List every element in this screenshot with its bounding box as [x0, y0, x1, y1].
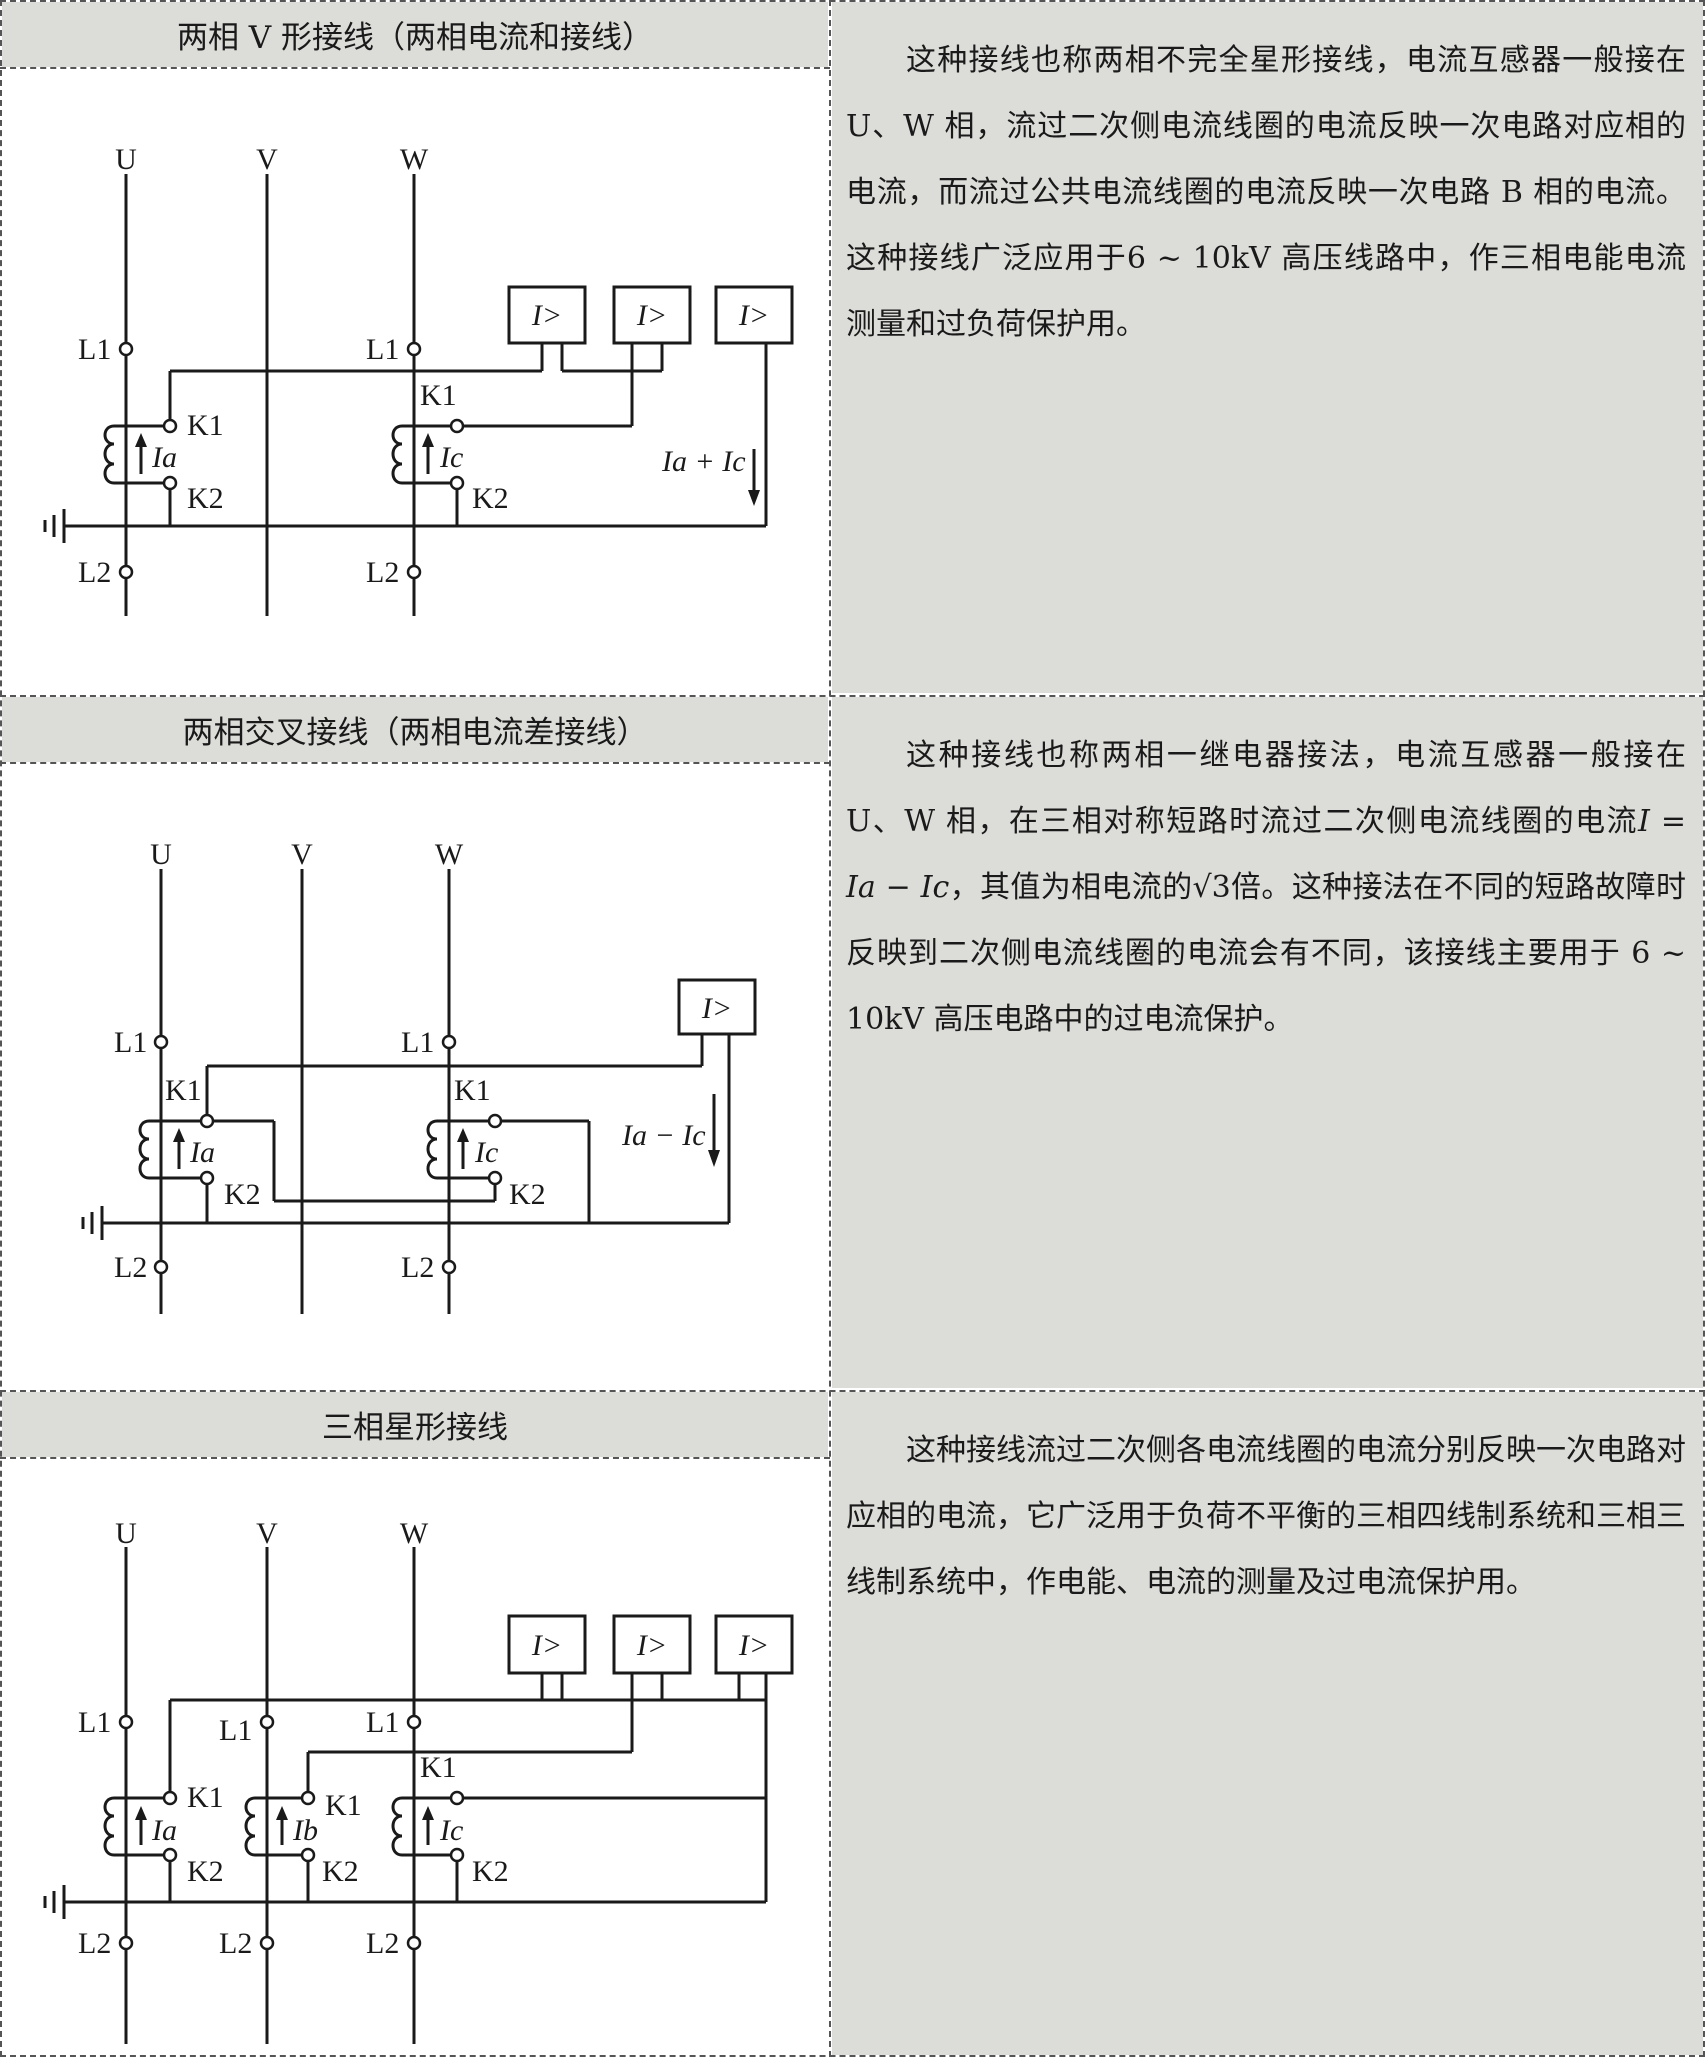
relay-2-box	[612, 285, 692, 345]
sum-current-label: Ia + Ic	[661, 445, 746, 478]
relay-label: I>	[738, 299, 769, 332]
relay-3-box	[714, 285, 794, 345]
l1-label: L1	[366, 1706, 399, 1739]
title-divider-3	[0, 1457, 830, 1459]
phase-v-label: V	[291, 838, 313, 871]
l2-label: L2	[366, 556, 399, 589]
relay-3-box	[714, 1614, 794, 1675]
relay-1-box	[507, 285, 587, 345]
l2-label: L2	[78, 1927, 111, 1960]
row-divider-2	[0, 1390, 1705, 1392]
title-divider-2	[0, 762, 830, 764]
k2-label: K2	[187, 482, 224, 515]
l1-label: L1	[78, 1706, 111, 1739]
phase-u-label: U	[115, 143, 137, 176]
k1-label: K1	[187, 409, 224, 442]
l1-label: L1	[219, 1714, 252, 1747]
description-part: 这种接线也称两相一继电器接法，电流互感器一般接在 U、W 相，在三相对称短路时流…	[846, 738, 1686, 839]
section-3-title-text: 三相星形接线	[322, 1410, 508, 1446]
current-ic-label: Ic	[439, 1814, 463, 1847]
current-ia-label: Ia	[189, 1136, 215, 1169]
section-3-diagram: U V W L1 L2 L1 L2 L1 L2 K1 K2 K1 K2 K1 K…	[2, 1459, 828, 2055]
k2-label: K2	[322, 1855, 359, 1888]
current-ic-label: Ic	[439, 441, 463, 474]
relay-box	[677, 978, 757, 1036]
k2-label: K2	[509, 1178, 546, 1211]
table-border-top	[0, 0, 1705, 2]
diff-current-label: Ia − Ic	[621, 1119, 706, 1152]
table-border-right	[1703, 0, 1705, 2057]
l2-label: L2	[219, 1927, 252, 1960]
column-divider	[829, 0, 831, 2057]
phase-w-label: W	[400, 143, 429, 176]
relay-label: I>	[738, 1629, 769, 1662]
section-2-title: 两相交叉接线（两相电流差接线）	[2, 697, 828, 762]
section-1-diagram: U V W L1 L2 L1 L2 K1 K2 K1 K2 I> I> I> I…	[2, 69, 828, 693]
current-ia-label: Ia	[151, 1814, 177, 1847]
relay-2-box	[612, 1614, 692, 1675]
phase-v-label: V	[256, 143, 278, 176]
sqrt-value: √3	[1192, 870, 1231, 905]
section-1-description: 这种接线也称两相不完全星形接线，电流互感器一般接在 U、W 相，流过二次侧电流线…	[832, 2, 1703, 693]
row-divider-1	[0, 695, 1705, 697]
table-border-bottom	[0, 2055, 1705, 2057]
section-3-description: 这种接线流过二次侧各电流线圈的电流分别反映一次电路对应相的电流，它广泛用于负荷不…	[832, 1392, 1703, 2055]
k1-label: K1	[420, 379, 457, 412]
formula: I = Ia − Ic	[846, 804, 1686, 905]
section-2-title-text: 两相交叉接线（两相电流差接线）	[182, 715, 648, 751]
description-part: ，其值为相电流的	[949, 870, 1193, 905]
l2-label: L2	[78, 556, 111, 589]
l2-label: L2	[366, 1927, 399, 1960]
k2-label: K2	[224, 1178, 261, 1211]
section-2-description: 这种接线也称两相一继电器接法，电流互感器一般接在 U、W 相，在三相对称短路时流…	[832, 697, 1703, 1388]
section-2-description-text: 这种接线也称两相一继电器接法，电流互感器一般接在 U、W 相，在三相对称短路时流…	[846, 723, 1686, 1053]
k1-label: K1	[420, 1751, 457, 1784]
table-border-left	[0, 0, 2, 2057]
l2-label: L2	[114, 1251, 147, 1284]
relay-label: I>	[636, 1629, 667, 1662]
k2-label: K2	[187, 1855, 224, 1888]
cross-connection-diagram: U V W L1 L2 L1 L2 K1 K2 K1 K2 I> Ia Ic I…	[81, 838, 757, 1314]
phase-u-label: U	[115, 1517, 137, 1550]
k1-label: K1	[187, 1781, 224, 1814]
title-divider-1	[0, 67, 830, 69]
star-connection-diagram: U V W L1 L2 L1 L2 L1 L2 K1 K2 K1 K2 K1 K…	[43, 1517, 794, 2044]
k1-label: K1	[454, 1074, 491, 1107]
k2-label: K2	[472, 482, 509, 515]
phase-w-label: W	[435, 838, 464, 871]
phase-w-label: W	[400, 1517, 429, 1550]
l1-label: L1	[401, 1026, 434, 1059]
section-3-description-text: 这种接线流过二次侧各电流线圈的电流分别反映一次电路对应相的电流，它广泛用于负荷不…	[846, 1433, 1686, 1600]
v-connection-diagram: U V W L1 L2 L1 L2 K1 K2 K1 K2 I> I> I> I…	[43, 143, 794, 616]
current-ic-label: Ic	[474, 1136, 498, 1169]
l1-label: L1	[366, 333, 399, 366]
current-ib-label: Ib	[292, 1814, 318, 1847]
section-2-diagram: U V W L1 L2 L1 L2 K1 K2 K1 K2 I> Ia Ic I…	[2, 764, 828, 1388]
k1-label: K1	[165, 1074, 202, 1107]
relay-label: I>	[531, 1629, 562, 1662]
section-1-title: 两相 V 形接线（两相电流和接线）	[2, 2, 828, 67]
relay-label: I>	[701, 992, 732, 1025]
description-part: 倍。这种接法在不同的短路故障时反映到二次侧电流线圈的电流会有不同，该接线主要用于…	[846, 870, 1687, 1037]
relay-1-box	[507, 1614, 587, 1675]
relay-label: I>	[636, 299, 667, 332]
relay-label: I>	[531, 299, 562, 332]
k1-label: K1	[325, 1789, 362, 1822]
l2-label: L2	[401, 1251, 434, 1284]
section-1-title-text: 两相 V 形接线（两相电流和接线）	[176, 20, 654, 56]
section-3-title: 三相星形接线	[2, 1392, 828, 1457]
current-ia-label: Ia	[151, 441, 177, 474]
k2-label: K2	[472, 1855, 509, 1888]
phase-v-label: V	[256, 1517, 278, 1550]
phase-u-label: U	[150, 838, 172, 871]
l1-label: L1	[114, 1026, 147, 1059]
l1-label: L1	[78, 333, 111, 366]
section-1-description-text: 这种接线也称两相不完全星形接线，电流互感器一般接在 U、W 相，流过二次侧电流线…	[846, 43, 1686, 342]
